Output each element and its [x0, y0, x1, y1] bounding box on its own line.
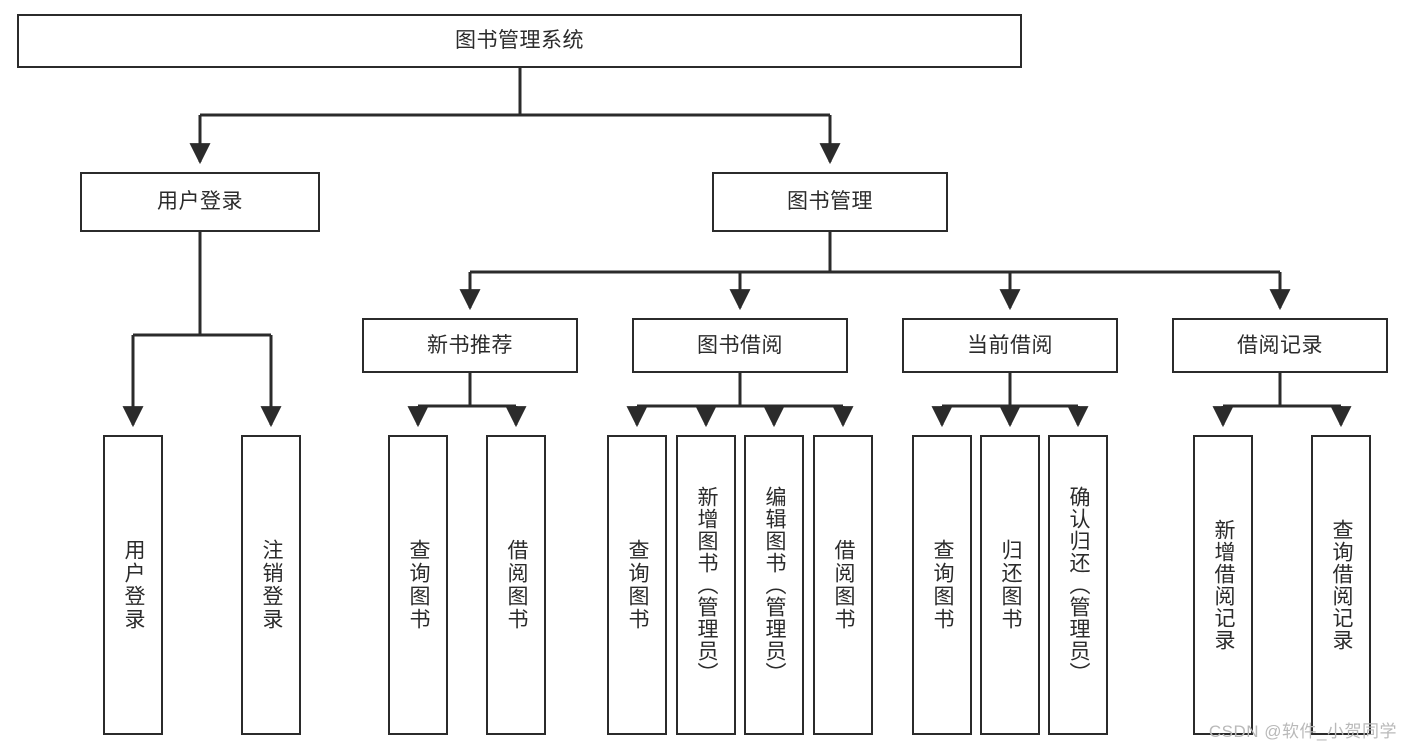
level2-node[interactable]: 图书借阅	[632, 318, 848, 373]
node-label: 新增借阅记录	[1212, 519, 1236, 651]
leaf-node[interactable]: 新增图书（管理员）	[676, 435, 736, 735]
leaf-node[interactable]: 编辑图书（管理员）	[744, 435, 804, 735]
leaf-node[interactable]: 查询借阅记录	[1311, 435, 1371, 735]
leaf-node[interactable]: 查询图书	[388, 435, 448, 735]
leaf-node[interactable]: 新增借阅记录	[1193, 435, 1253, 735]
leaf-node[interactable]: 注销登录	[241, 435, 301, 735]
node-label: 图书借阅	[697, 333, 783, 357]
level2-node[interactable]: 新书推荐	[362, 318, 578, 373]
node-label: 查询图书	[931, 539, 955, 631]
level1-node[interactable]: 用户登录	[80, 172, 320, 232]
node-label: 借阅图书	[505, 539, 529, 631]
node-label: 查询图书	[626, 539, 650, 631]
leaf-node[interactable]: 确认归还（管理员）	[1048, 435, 1108, 735]
leaf-node[interactable]: 用户登录	[103, 435, 163, 735]
leaf-node[interactable]: 借阅图书	[813, 435, 873, 735]
leaf-node[interactable]: 查询图书	[912, 435, 972, 735]
node-label: 查询借阅记录	[1330, 519, 1354, 651]
node-label: 用户登录	[122, 539, 146, 631]
node-label: 新增图书（管理员）	[695, 486, 719, 684]
level1-node[interactable]: 图书管理	[712, 172, 948, 232]
node-label: 借阅图书	[832, 539, 856, 631]
node-label: 确认归还（管理员）	[1067, 486, 1091, 684]
root-node[interactable]: 图书管理系统	[17, 14, 1022, 68]
csdn-watermark: CSDN @软件_小贺同学	[1208, 722, 1397, 741]
node-label: 查询图书	[407, 539, 431, 631]
leaf-node[interactable]: 查询图书	[607, 435, 667, 735]
level2-node[interactable]: 当前借阅	[902, 318, 1118, 373]
node-label: 图书管理	[787, 190, 873, 214]
level2-node[interactable]: 借阅记录	[1172, 318, 1388, 373]
node-label: 用户登录	[157, 190, 243, 214]
leaf-node[interactable]: 归还图书	[980, 435, 1040, 735]
node-label: 图书管理系统	[455, 29, 584, 53]
node-label: 归还图书	[999, 539, 1023, 631]
node-label: 新书推荐	[427, 333, 513, 357]
node-label: 编辑图书（管理员）	[763, 486, 787, 684]
node-label: 注销登录	[260, 539, 284, 631]
leaf-node[interactable]: 借阅图书	[486, 435, 546, 735]
node-label: 借阅记录	[1237, 333, 1323, 357]
node-label: 当前借阅	[967, 333, 1053, 357]
